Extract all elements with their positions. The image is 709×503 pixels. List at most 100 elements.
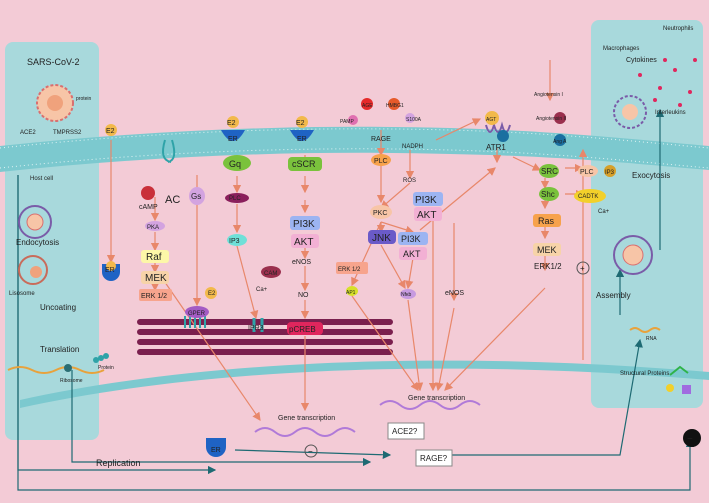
label-raf: Raf <box>146 252 162 263</box>
label-plus: + <box>580 264 585 273</box>
label-nadph: NADPH <box>402 144 423 150</box>
endoplasmic-reticulum <box>137 319 393 355</box>
label-ipr3: IPR3 <box>248 325 264 332</box>
label-ras: Ras <box>538 216 555 226</box>
label-gene-transcription-2: Gene transcription <box>408 395 465 402</box>
label-cscr: cSCR <box>292 159 316 169</box>
label-erk12-3: ERK1/2 <box>534 262 562 271</box>
label-agt: AGT <box>486 117 496 123</box>
endocytosis-vesicle <box>18 205 52 239</box>
dna-strand-right <box>379 400 481 410</box>
label-e2-3: E2 <box>296 120 305 127</box>
gper-channel <box>184 316 206 328</box>
label-macrophages: Macrophages <box>603 46 639 52</box>
label-no: NO <box>298 292 309 299</box>
label-endocytosis: Endocytosis <box>16 238 59 247</box>
label-erk12-1: ERK 1/2 <box>141 293 167 300</box>
label-pi3k-1: PI3K <box>293 219 315 230</box>
label-exocytosis: Exocytosis <box>632 171 670 180</box>
label-plc-2: PLC <box>374 158 388 165</box>
label-cadtk: CADTK <box>578 194 598 200</box>
cell-membrane <box>0 126 709 172</box>
assembly-vesicle <box>613 235 653 275</box>
er-receptor-membrane-1 <box>221 116 245 141</box>
label-gs: Gs <box>191 192 201 201</box>
label-cytokines: Cytokines <box>626 57 657 64</box>
label-s100a: S100A <box>406 117 422 123</box>
label-ace2-question: ACE2? <box>392 427 418 436</box>
ribosome-strand <box>7 353 109 374</box>
label-pka: PKA <box>147 225 159 231</box>
nuclear-membrane <box>20 360 709 408</box>
rage-question-box <box>415 449 453 467</box>
label-plc-3: PLC <box>580 169 594 176</box>
label-rage: RAGE <box>371 136 391 143</box>
lisosome-vesicle <box>18 255 48 285</box>
label-akt-1: AKT <box>294 237 313 248</box>
label-plc-1: PLC <box>229 196 241 202</box>
label-tmprss2: TMPRSS2 <box>53 130 82 136</box>
exocytosis-virus <box>613 95 647 129</box>
label-ace2-tag: ACE2 <box>20 130 36 136</box>
label-ip3-1: IP3 <box>229 238 240 245</box>
label-akt-3: AKT <box>417 210 436 221</box>
label-pi3k-2: PI3K <box>401 234 421 244</box>
label-cam: CAM <box>264 271 277 277</box>
cytokine-dots <box>638 58 697 107</box>
label-lisosome: Lisosome <box>9 291 35 297</box>
er-receptor-left <box>102 124 120 281</box>
label-pkc: PKC <box>373 210 387 217</box>
label-e2-2: E2 <box>227 120 236 127</box>
label-ap1: AP1 <box>346 290 356 296</box>
label-mek-2: MEK <box>537 245 557 255</box>
label-interleukins: Interleukins <box>655 110 686 116</box>
text-labels: SARS-CoV-2 protein ACE2 TMPRSS2 Host cel… <box>9 26 693 468</box>
node-shapes <box>139 98 616 335</box>
label-jnk: JNK <box>372 233 391 244</box>
label-structural-proteins: Structural Proteins <box>620 371 669 377</box>
label-enos-1: eNOS <box>292 259 311 266</box>
minus-marker-small <box>304 444 318 458</box>
label-enos-2: eNOS <box>445 290 464 297</box>
label-mek: MEK <box>145 273 167 284</box>
label-camp: cAMP <box>139 204 158 211</box>
label-age: AGE <box>362 103 373 109</box>
label-translation: Translation <box>40 345 79 354</box>
label-assembly: Assembly <box>596 291 631 300</box>
label-pi3k-3: PI3K <box>415 195 437 206</box>
label-ribosome: Ribosome <box>60 378 83 384</box>
label-rage-question: RAGE? <box>420 454 448 463</box>
label-ang1: Angiotensin I <box>534 92 563 98</box>
plus-marker <box>576 261 590 275</box>
label-e2-1: E2 <box>106 128 115 135</box>
label-gq: Gq <box>229 159 241 169</box>
label-akt-2: AKT <box>403 249 421 259</box>
label-rna: RNA <box>646 336 657 342</box>
label-atr1: ATR1 <box>486 143 506 152</box>
label-er-4: ER <box>211 447 221 454</box>
label-e2-4: E2 <box>208 291 216 297</box>
label-ca-1: Ca+ <box>256 287 268 293</box>
label-minus-large: − <box>687 434 693 445</box>
label-ip3-2: IP3 <box>605 170 615 176</box>
label-ca-2: Ca+ <box>598 209 610 215</box>
label-protein: protein <box>76 96 92 102</box>
label-shc: Shc <box>541 190 555 199</box>
label-er-1: ER <box>105 267 115 274</box>
ipr3-channel <box>252 318 264 332</box>
label-minus-small: − <box>308 447 313 456</box>
dna-strand-left <box>254 427 356 437</box>
label-pamp: PAMP <box>340 119 354 125</box>
label-er-2: ER <box>228 136 238 143</box>
label-hmgb1: HMBG1 <box>386 103 404 109</box>
label-uncoating: Uncoating <box>40 303 76 312</box>
label-src: SRC <box>541 167 558 176</box>
er-receptor-nucleus <box>206 438 226 457</box>
virus-particle <box>36 84 74 122</box>
label-neutrophils: Neutrophils <box>663 26 693 32</box>
structural-protein-shapes <box>666 365 691 394</box>
label-pcreb: pCREB <box>289 325 316 334</box>
